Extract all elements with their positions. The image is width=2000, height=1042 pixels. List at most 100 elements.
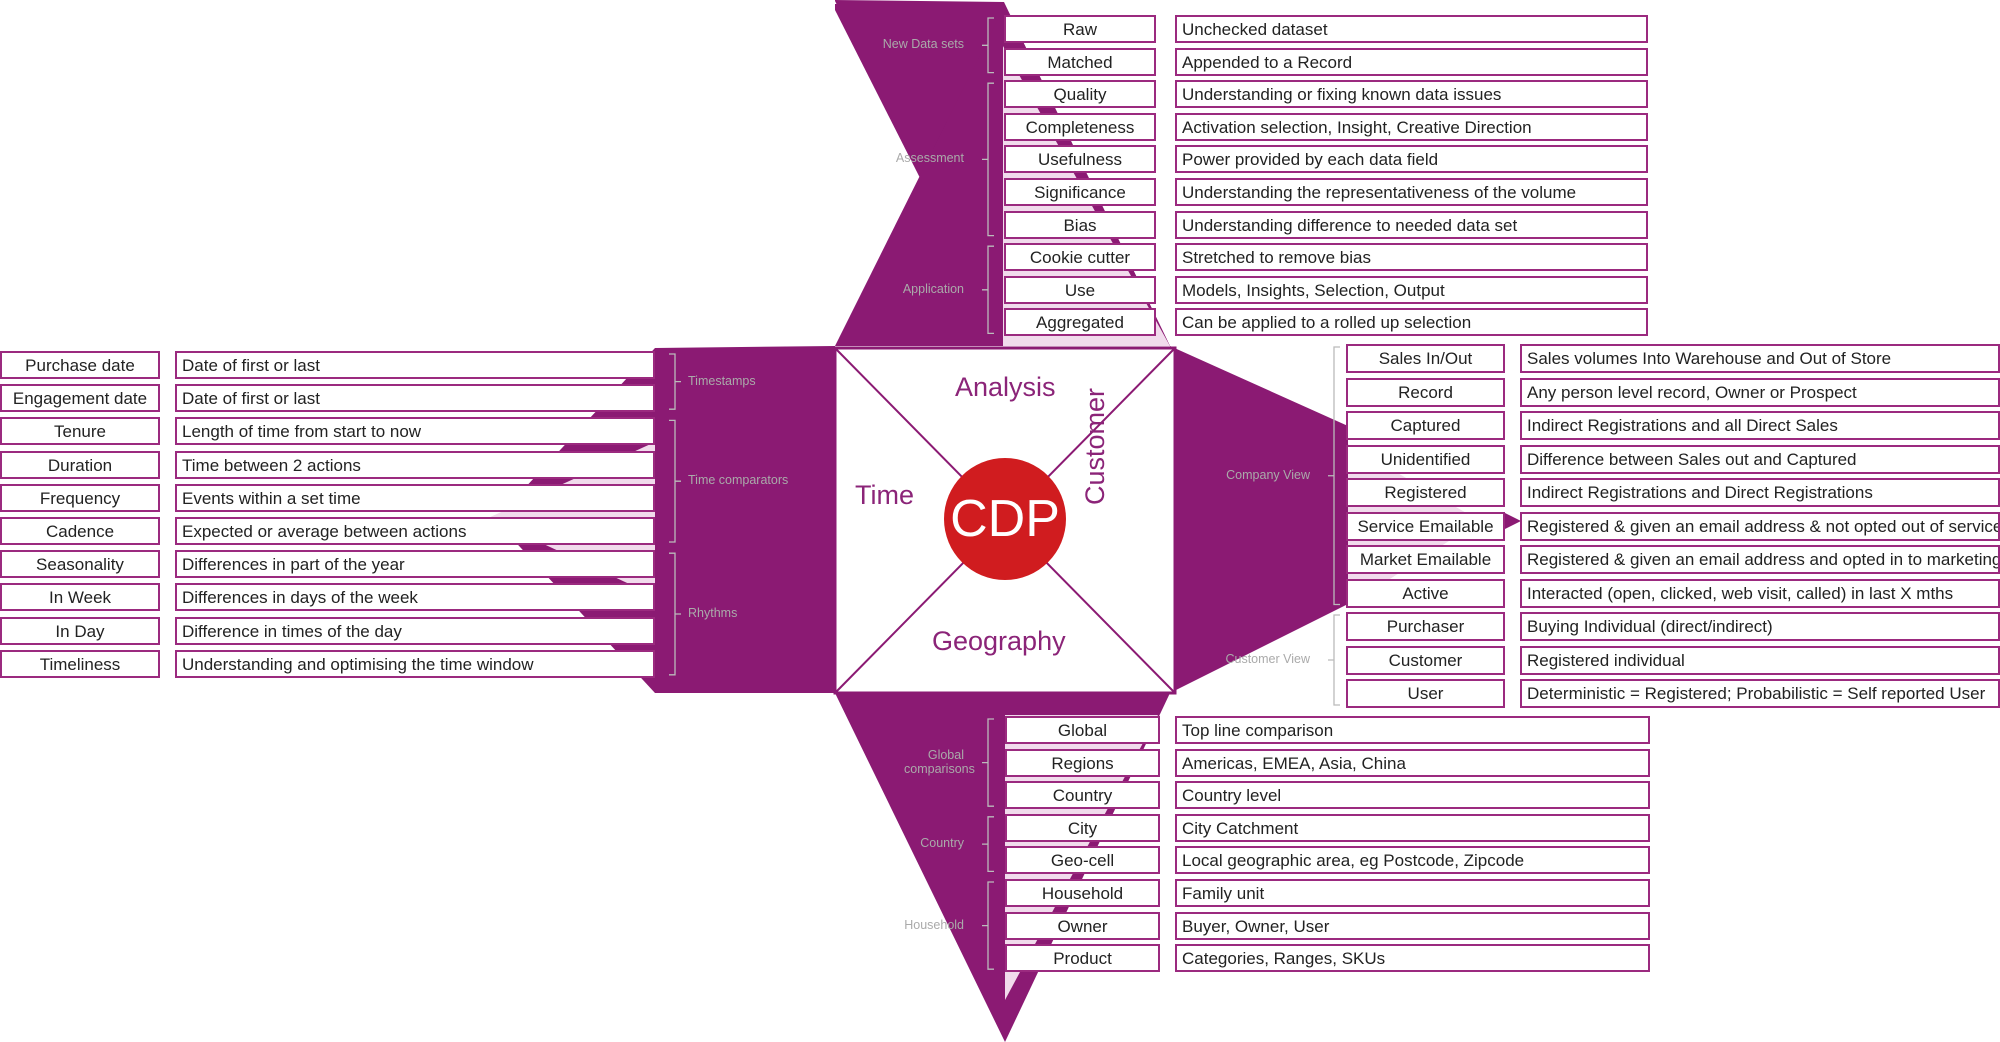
analysis-item-label: Quality: [1004, 80, 1156, 108]
geography-item-description: Buyer, Owner, User: [1175, 912, 1650, 940]
analysis-group-bracket: [982, 17, 994, 74]
geography-group-label: Country: [920, 836, 964, 851]
analysis-item-label: Aggregated: [1004, 308, 1156, 336]
time-item-description: Date of first or last: [175, 384, 655, 412]
customer-item-label: Market Emailable: [1346, 545, 1505, 574]
analysis-item-description: Stretched to remove bias: [1175, 243, 1648, 271]
customer-item-description: Interacted (open, clicked, web visit, ca…: [1520, 579, 2000, 608]
time-item-description: Events within a set time: [175, 484, 655, 512]
customer-item-label: Purchaser: [1346, 612, 1505, 641]
geography-group-bracket: [982, 816, 994, 873]
analysis-item-description: Understanding or fixing known data issue…: [1175, 80, 1648, 108]
customer-item-description: Indirect Registrations and Direct Regist…: [1520, 478, 2000, 507]
analysis-item-label: Completeness: [1004, 113, 1156, 141]
time-item-label: Purchase date: [0, 351, 160, 379]
time-item-label: Engagement date: [0, 384, 160, 412]
geography-item-label: Country: [1005, 781, 1160, 809]
time-item-label: In Week: [0, 583, 160, 611]
quadrant-analysis: Analysis: [955, 372, 1056, 402]
time-group-label: Time comparators: [688, 473, 789, 488]
geography-item-description: City Catchment: [1175, 814, 1650, 842]
customer-item-description: Sales volumes Into Warehouse and Out of …: [1520, 344, 2000, 373]
analysis-item-description: Unchecked dataset: [1175, 15, 1648, 43]
analysis-group-label: Assessment: [895, 151, 964, 166]
customer-group-bracket: [1328, 614, 1340, 706]
time-item-label: Duration: [0, 451, 160, 479]
geography-group-bracket: [982, 881, 994, 970]
time-group-label: Timestamps: [688, 373, 756, 388]
analysis-item-description: Understanding difference to needed data …: [1175, 211, 1648, 239]
customer-group-label: Customer View: [1225, 652, 1310, 666]
pointer-arrow: [1503, 512, 1521, 530]
group-brackets: [669, 17, 1340, 970]
geography-item-label: Geo-cell: [1005, 846, 1160, 874]
time-item-label: Timeliness: [0, 650, 160, 678]
time-item-description: Expected or average between actions: [175, 517, 655, 545]
time-item-description: Understanding and optimising the time wi…: [175, 650, 655, 678]
customer-item-description: Indirect Registrations and all Direct Sa…: [1520, 411, 2000, 440]
analysis-item-description: Appended to a Record: [1175, 48, 1648, 76]
geography-item-label: City: [1005, 814, 1160, 842]
geography-group-bracket: [982, 718, 994, 807]
geography-item-description: Americas, EMEA, Asia, China: [1175, 749, 1650, 777]
geography-item-label: Regions: [1005, 749, 1160, 777]
analysis-item-label: Cookie cutter: [1004, 243, 1156, 271]
geography-item-description: Local geographic area, eg Postcode, Zipc…: [1175, 846, 1650, 874]
geography-item-description: Top line comparison: [1175, 716, 1650, 744]
customer-item-description: Registered & given an email address and …: [1520, 545, 2000, 574]
analysis-group-bracket: [982, 245, 994, 335]
analysis-item-label: Significance: [1004, 178, 1156, 206]
time-group-bracket: [669, 552, 681, 676]
time-item-description: Length of time from start to now: [175, 417, 655, 445]
customer-item-description: Buying Individual (direct/indirect): [1520, 612, 2000, 641]
analysis-item-description: Can be applied to a rolled up selection: [1175, 308, 1648, 336]
customer-item-description: Difference between Sales out and Capture…: [1520, 445, 2000, 474]
time-group-bracket: [669, 419, 681, 543]
customer-item-label: Record: [1346, 378, 1505, 407]
time-item-label: Tenure: [0, 417, 160, 445]
analysis-item-label: Matched: [1004, 48, 1156, 76]
time-item-label: Frequency: [0, 484, 160, 512]
customer-item-description: Registered individual: [1520, 646, 2000, 675]
time-item-label: Cadence: [0, 517, 160, 545]
geography-item-label: Owner: [1005, 912, 1160, 940]
analysis-item-description: Understanding the representativeness of …: [1175, 178, 1648, 206]
customer-item-description: Deterministic = Registered; Probabilisti…: [1520, 679, 2000, 708]
time-item-description: Time between 2 actions: [175, 451, 655, 479]
analysis-item-description: Activation selection, Insight, Creative …: [1175, 113, 1648, 141]
analysis-item-label: Use: [1004, 276, 1156, 304]
customer-triangle: [1170, 346, 1348, 693]
customer-item-label: Customer: [1346, 646, 1505, 675]
cdp-label: CDP: [950, 490, 1060, 548]
geography-item-label: Household: [1005, 879, 1160, 907]
geography-item-label: Global: [1005, 716, 1160, 744]
customer-item-label: Unidentified: [1346, 445, 1505, 474]
time-item-description: Differences in part of the year: [175, 550, 655, 578]
geography-group-label: Global comparisons: [904, 747, 975, 776]
time-item-description: Difference in times of the day: [175, 617, 655, 645]
analysis-item-label: Bias: [1004, 211, 1156, 239]
customer-group-bracket: [1328, 346, 1340, 606]
time-item-description: Date of first or last: [175, 351, 655, 379]
analysis-group-label: New Data sets: [882, 37, 964, 52]
geography-item-description: Family unit: [1175, 879, 1650, 907]
analysis-group-bracket: [982, 82, 994, 237]
time-group-bracket: [669, 353, 681, 410]
quadrant-time: Time: [855, 480, 914, 510]
customer-item-label: Captured: [1346, 411, 1505, 440]
geography-item-description: Categories, Ranges, SKUs: [1175, 944, 1650, 972]
analysis-group-label: Application: [902, 281, 964, 296]
customer-item-label: Active: [1346, 579, 1505, 608]
customer-item-label: Registered: [1346, 478, 1505, 507]
analysis-item-label: Raw: [1004, 15, 1156, 43]
customer-item-description: Any person level record, Owner or Prospe…: [1520, 378, 2000, 407]
geography-group-label: Household: [904, 917, 964, 932]
cdp-center-circle: CDP: [944, 458, 1066, 580]
analysis-item-label: Usefulness: [1004, 145, 1156, 173]
analysis-item-description: Models, Insights, Selection, Output: [1175, 276, 1648, 304]
time-item-label: Seasonality: [0, 550, 160, 578]
time-group-label: Rhythms: [688, 606, 738, 620]
customer-item-label: User: [1346, 679, 1505, 708]
customer-item-description: Registered & given an email address & no…: [1520, 512, 2000, 541]
